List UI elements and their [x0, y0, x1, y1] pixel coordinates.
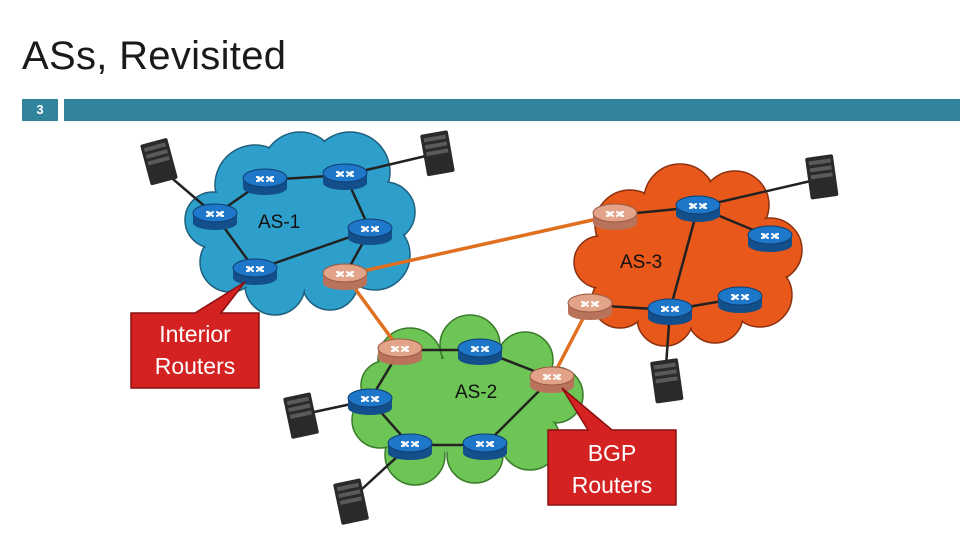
router-icon	[747, 225, 793, 252]
bgp-router-icon	[592, 203, 638, 230]
server-icon	[333, 478, 369, 525]
interior-routers-callout: Interior Routers	[130, 281, 260, 389]
as2-label: AS-2	[455, 382, 497, 403]
bgp-router-icon	[529, 366, 575, 393]
router-icon	[647, 298, 693, 325]
server-icon	[650, 358, 684, 404]
router-icon	[232, 258, 278, 285]
bgp-router-icon	[322, 263, 368, 290]
router-icon	[387, 433, 433, 460]
router-icon	[192, 203, 238, 230]
server-icon	[420, 130, 455, 177]
slide-number-badge: 3	[22, 99, 58, 121]
router-icon	[347, 388, 393, 415]
as1-label: AS-1	[258, 212, 300, 233]
server-icon	[140, 138, 178, 186]
router-icon	[347, 218, 393, 245]
bgp-routers-callout: BGP Routers	[547, 387, 677, 506]
interior-callout-line1: Interior	[159, 321, 231, 347]
slide-number: 3	[36, 102, 44, 117]
router-icon	[717, 286, 763, 313]
bgp-callout-line2: Routers	[572, 472, 653, 498]
router-icon	[462, 433, 508, 460]
router-icon	[457, 338, 503, 365]
bgp-routers	[322, 203, 638, 393]
as3-label: AS-3	[620, 252, 662, 273]
bgp-router-icon	[567, 293, 613, 320]
router-icon	[242, 168, 288, 195]
header-accent-bar	[64, 99, 960, 121]
router-icon	[675, 195, 721, 222]
router-icon	[322, 163, 368, 190]
interior-routers	[192, 163, 793, 460]
server-icon	[283, 392, 319, 439]
slide-title: ASs, Revisited	[22, 34, 287, 78]
bgp-callout-line1: BGP	[588, 440, 637, 466]
interior-callout-line2: Routers	[155, 353, 236, 379]
server-icon	[805, 154, 839, 200]
bgp-router-icon	[377, 338, 423, 365]
host-icons	[140, 130, 839, 525]
